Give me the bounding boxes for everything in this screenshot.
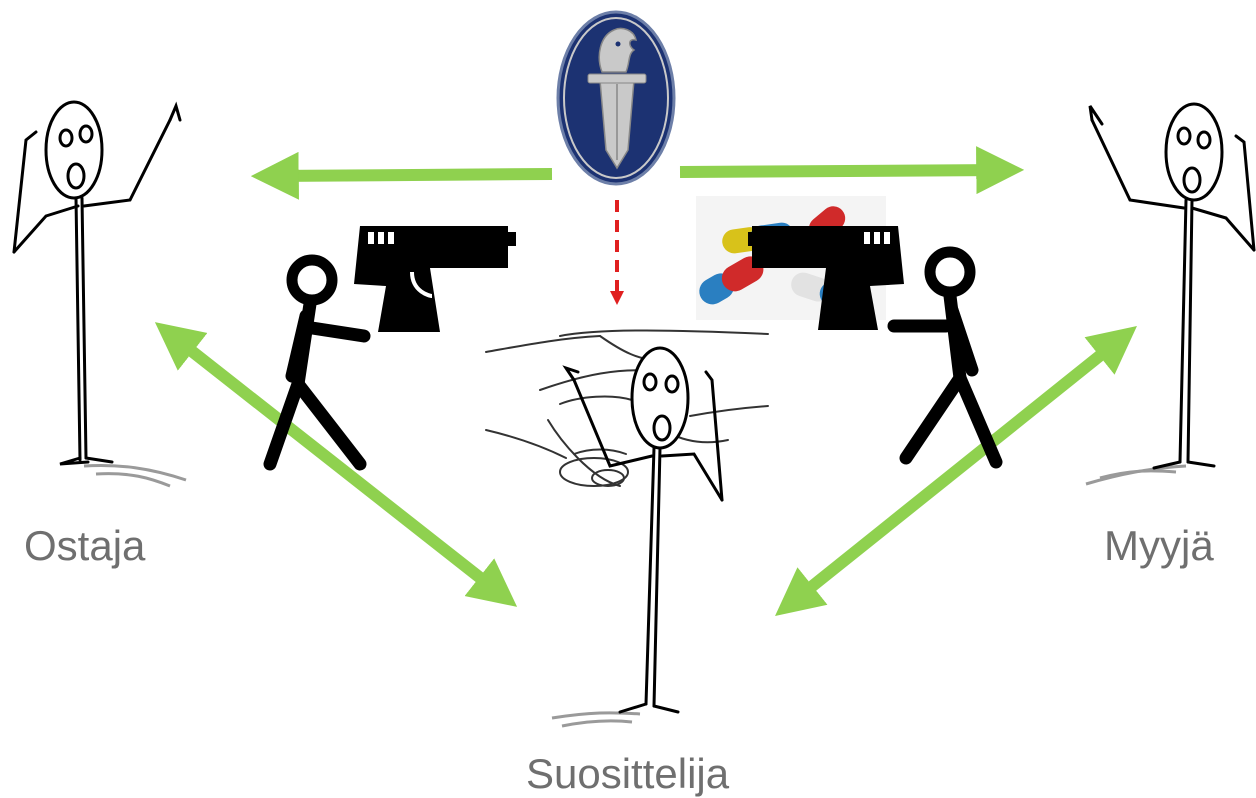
- police-emblem-icon: [558, 12, 674, 184]
- referrer-label: Suosittelija: [526, 750, 729, 798]
- seller-figure: [1090, 104, 1254, 468]
- arrow-police-to-seller: [680, 170, 1005, 172]
- ground-shadows: [84, 466, 1186, 726]
- buyer-figure: [14, 102, 180, 464]
- pistol-icon-left: [354, 226, 516, 332]
- referrer-figure: [566, 348, 722, 712]
- gunman-right-figure: [894, 252, 996, 462]
- arrow-police-to-buyer: [270, 174, 552, 176]
- arrow-buyer-referrer: [170, 334, 502, 595]
- buyer-label: Ostaja: [24, 522, 145, 570]
- seller-label: Myyjä: [1104, 522, 1214, 570]
- gunman-left-figure: [270, 260, 364, 464]
